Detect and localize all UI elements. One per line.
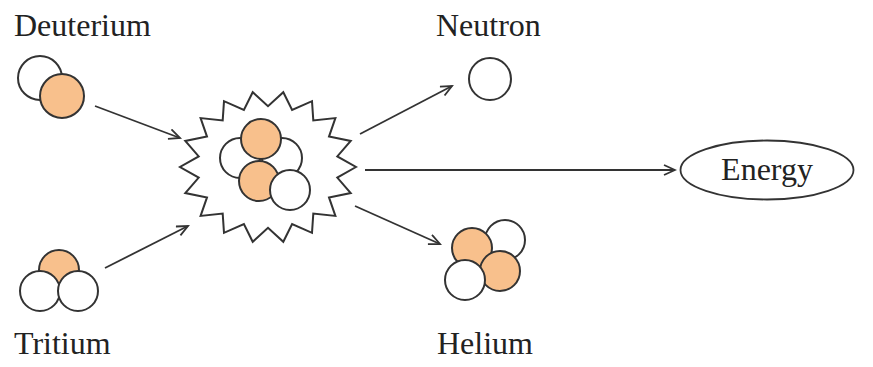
- particle-label: Neutron: [436, 8, 541, 43]
- particle-label: Tritium: [14, 326, 111, 361]
- particle-label: Deuterium: [14, 8, 151, 43]
- particle-label: Helium: [437, 326, 533, 361]
- node-text: Energy: [721, 152, 813, 187]
- energy-ellipse: Energy: [679, 139, 855, 201]
